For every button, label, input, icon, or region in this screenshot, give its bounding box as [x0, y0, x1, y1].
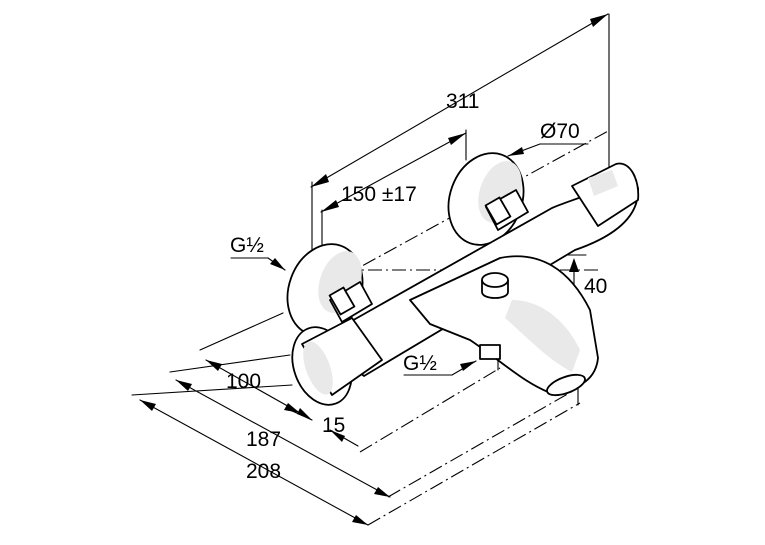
bottom-outlet	[479, 344, 501, 360]
faucet-illustration	[286, 152, 640, 406]
dim-height: 40	[584, 275, 607, 298]
arrowheads	[140, 14, 608, 525]
dim-depth-outer: 208	[246, 460, 281, 483]
dim-diameter: Ø70	[540, 120, 580, 143]
dim-offset: 15	[322, 414, 345, 437]
dim-overall-length: 311	[446, 90, 479, 113]
dim-center-distance: 150 ±17	[341, 183, 417, 206]
dim-depth-mid: 187	[246, 428, 281, 451]
dim-connection-left: G½	[230, 234, 264, 257]
dim-connection-bottom: G½	[403, 352, 437, 375]
dim-depth-inner: 100	[226, 370, 261, 393]
spout-outlet	[546, 373, 586, 397]
